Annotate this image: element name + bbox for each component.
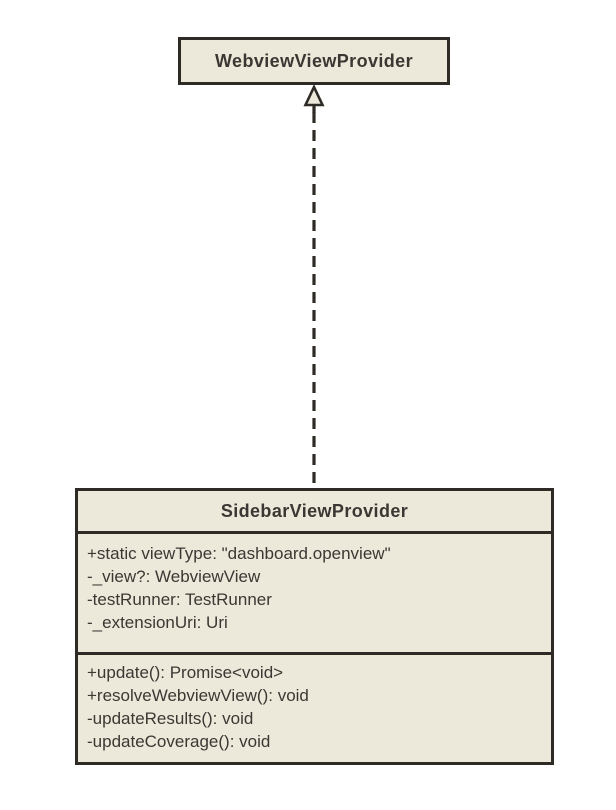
methods-compartment: +update(): Promise<void> +resolveWebview… bbox=[78, 655, 551, 762]
class-name-compartment: SidebarViewProvider bbox=[78, 491, 551, 534]
class-box: SidebarViewProvider +static viewType: "d… bbox=[75, 488, 554, 765]
hollow-arrowhead-icon bbox=[303, 83, 325, 107]
attribute-row: -testRunner: TestRunner bbox=[87, 590, 272, 609]
method-row: -updateResults(): void bbox=[87, 709, 254, 728]
method-row: +update(): Promise<void> bbox=[87, 663, 284, 682]
attributes-compartment: +static viewType: "dashboard.openview" -… bbox=[78, 534, 551, 655]
attribute-row: +static viewType: "dashboard.openview" bbox=[87, 544, 391, 563]
interface-name: WebviewViewProvider bbox=[214, 50, 413, 71]
class-name: SidebarViewProvider bbox=[220, 500, 409, 521]
attribute-row: -_extensionUri: Uri bbox=[87, 613, 228, 632]
method-row: -updateCoverage(): void bbox=[87, 732, 271, 751]
attribute-row: -_view?: WebviewView bbox=[87, 567, 261, 586]
interface-box: WebviewViewProvider bbox=[178, 37, 450, 85]
method-row: +resolveWebviewView(): void bbox=[87, 686, 309, 705]
